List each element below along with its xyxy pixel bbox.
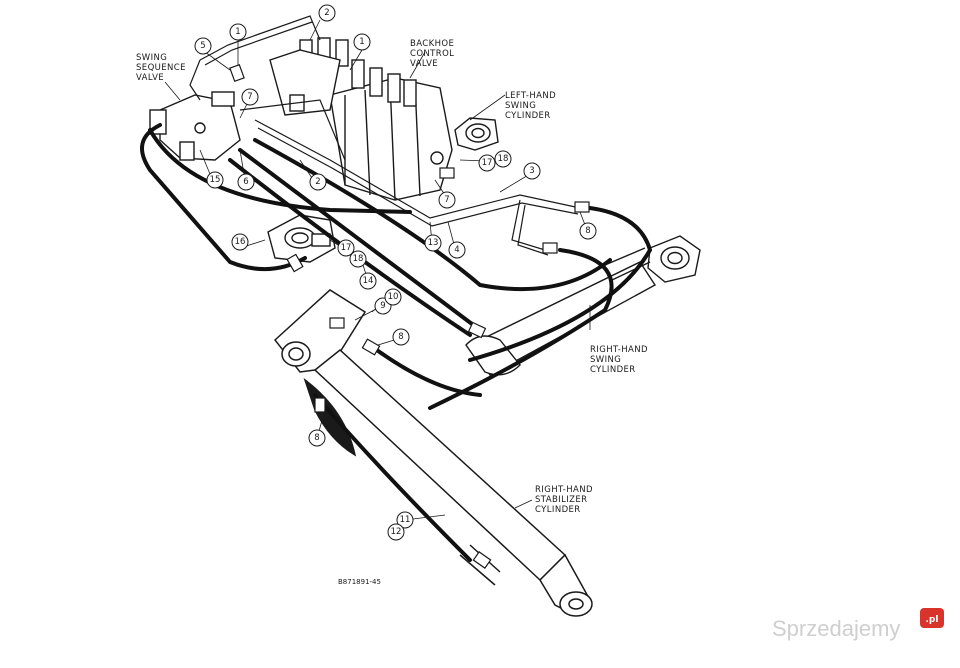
watermark-badge-icon xyxy=(920,608,944,628)
callout-3: 3 xyxy=(523,162,541,180)
svg-text:15: 15 xyxy=(210,175,221,185)
callout-18a: 18 xyxy=(349,250,367,268)
label-right-hand-stabilizer-cylinder: RIGHT-HAND STABILIZER CYLINDER xyxy=(535,485,593,515)
svg-text:CYLINDER: CYLINDER xyxy=(535,505,581,515)
swing-sequence-valve xyxy=(149,91,241,161)
svg-text:4: 4 xyxy=(454,245,459,255)
rigid-tubes xyxy=(189,15,581,256)
figure-code: B871891-45 xyxy=(338,578,381,586)
svg-text:LEFT-HAND: LEFT-HAND xyxy=(505,91,556,101)
callout-6: 6 xyxy=(237,173,255,191)
svg-text:9: 9 xyxy=(380,301,385,311)
callout-7a: 7 xyxy=(241,88,259,106)
svg-text:BACKHOE: BACKHOE xyxy=(410,39,454,49)
svg-text:13: 13 xyxy=(428,238,439,248)
svg-text:14: 14 xyxy=(363,276,374,286)
callout-15: 15 xyxy=(206,171,224,189)
callout-18b: 18 xyxy=(494,150,512,168)
callout-8a: 8 xyxy=(579,222,597,240)
svg-text:CONTROL: CONTROL xyxy=(410,49,454,59)
svg-text:10: 10 xyxy=(388,292,399,302)
svg-text:6: 6 xyxy=(243,177,248,187)
flexible-hoses xyxy=(140,123,653,562)
right-hand-stabilizer-cylinder xyxy=(273,289,593,617)
label-left-hand-swing-cylinder: LEFT-HAND SWING CYLINDER xyxy=(505,91,556,121)
callout-2b: 2 xyxy=(309,173,327,191)
callout-12: 12 xyxy=(387,523,405,541)
svg-text:8: 8 xyxy=(314,433,319,443)
label-swing-sequence-valve: SWING SEQUENCE VALVE xyxy=(136,53,186,83)
svg-text:SWING: SWING xyxy=(590,355,621,365)
swing-pivot-mount xyxy=(267,214,336,263)
svg-text:SEQUENCE: SEQUENCE xyxy=(136,63,186,73)
watermark: Sprzedajemy .pl xyxy=(772,608,944,641)
svg-text:.pl: .pl xyxy=(926,615,939,625)
label-backhoe-control-valve: BACKHOE CONTROL VALVE xyxy=(410,39,454,69)
svg-text:2: 2 xyxy=(324,8,329,18)
svg-text:SWING: SWING xyxy=(136,53,167,63)
svg-text:7: 7 xyxy=(444,195,449,205)
svg-text:8: 8 xyxy=(585,226,590,236)
callout-5: 5 xyxy=(194,37,212,55)
callout-14: 14 xyxy=(359,272,377,290)
svg-text:3: 3 xyxy=(529,166,534,176)
svg-text:VALVE: VALVE xyxy=(410,59,438,69)
callout-8c: 8 xyxy=(308,429,326,447)
callout-7b: 7 xyxy=(438,191,456,209)
svg-text:RIGHT-HAND: RIGHT-HAND xyxy=(590,345,648,355)
svg-text:1: 1 xyxy=(359,37,364,47)
callout-17b: 17 xyxy=(478,154,496,172)
callout-16: 16 xyxy=(231,233,249,251)
callout-4: 4 xyxy=(448,241,466,259)
callout-1a: 1 xyxy=(229,23,247,41)
callout-2a: 2 xyxy=(318,4,336,22)
callout-13: 13 xyxy=(424,234,442,252)
svg-text:Sprzedajemy: Sprzedajemy xyxy=(772,616,900,641)
svg-text:VALVE: VALVE xyxy=(136,73,164,83)
svg-text:RIGHT-HAND: RIGHT-HAND xyxy=(535,485,593,495)
callout-8b: 8 xyxy=(392,328,410,346)
svg-text:18: 18 xyxy=(498,154,509,164)
svg-text:17: 17 xyxy=(482,158,493,168)
callout-17a: 17 xyxy=(337,239,355,257)
svg-text:18: 18 xyxy=(353,254,364,264)
svg-text:16: 16 xyxy=(235,237,246,247)
callout-11: 11 xyxy=(396,511,414,529)
callout-1b: 1 xyxy=(353,33,371,51)
backhoe-control-valve xyxy=(269,37,453,201)
svg-text:CYLINDER: CYLINDER xyxy=(505,111,551,121)
svg-text:2: 2 xyxy=(315,177,320,187)
svg-text:SWING: SWING xyxy=(505,101,536,111)
fittings xyxy=(229,63,590,569)
svg-text:17: 17 xyxy=(341,243,352,253)
svg-text:7: 7 xyxy=(247,92,252,102)
svg-text:8: 8 xyxy=(398,332,403,342)
left-hand-swing-cylinder xyxy=(454,117,499,151)
svg-text:1: 1 xyxy=(235,27,240,37)
svg-text:CYLINDER: CYLINDER xyxy=(590,365,636,375)
svg-text:5: 5 xyxy=(200,41,205,51)
svg-text:12: 12 xyxy=(391,527,402,537)
callout-10: 10 xyxy=(384,288,402,306)
callout-circles: 1 2 5 1 7 15 6 2 16 17 18 14 13 4 7 3 17… xyxy=(194,4,597,541)
label-right-hand-swing-cylinder: RIGHT-HAND SWING CYLINDER xyxy=(590,345,648,375)
svg-text:STABILIZER: STABILIZER xyxy=(535,495,587,505)
svg-text:11: 11 xyxy=(400,515,411,525)
